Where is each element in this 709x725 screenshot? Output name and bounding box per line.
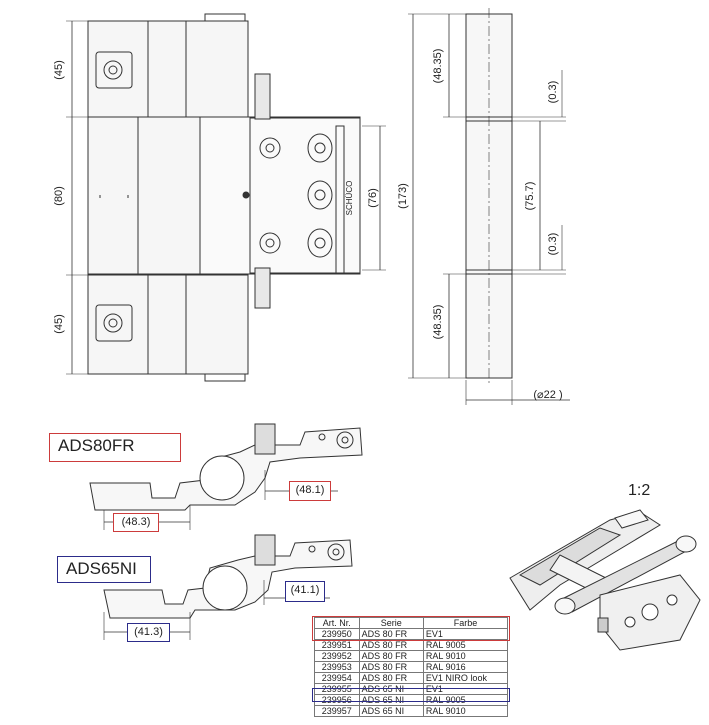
col-header-art-nr: Art. Nr.	[314, 617, 360, 629]
dim-side-total: (173)	[397, 183, 409, 209]
cell-art-nr: 239954	[314, 672, 360, 684]
side-view	[408, 8, 570, 405]
cell-farbe: RAL 9010	[422, 650, 509, 662]
section-ads65ni	[103, 534, 353, 640]
table-header-row: Art. Nr. Serie Farbe	[314, 617, 509, 629]
scale-label: 1:2	[628, 482, 651, 499]
cell-art-nr: 239951	[314, 639, 360, 651]
dim-plate-height: (76)	[367, 188, 379, 208]
dim-side-gap-bottom: (0.3)	[547, 233, 559, 256]
cell-farbe: EV1	[422, 683, 509, 695]
cell-serie: ADS 65 NI	[358, 694, 424, 706]
cell-serie: ADS 65 NI	[358, 705, 424, 717]
cell-serie: ADS 80 FR	[358, 661, 424, 673]
cell-art-nr: 239956	[314, 694, 360, 706]
cell-art-nr: 239950	[314, 628, 360, 640]
dim-side-bottom: (48.35)	[432, 305, 444, 340]
cell-serie: ADS 80 FR	[358, 639, 424, 651]
dim-ads65ni-b: (41.3)	[127, 623, 170, 642]
dim-side-top: (48.35)	[432, 49, 444, 84]
plate-logo: SCHÜCO	[345, 181, 354, 216]
dim-front-bottom: (45)	[53, 314, 65, 334]
variant-label-ads65ni: ADS65NI	[57, 556, 151, 583]
cell-art-nr: 239955	[314, 683, 360, 695]
cell-farbe: RAL 9016	[422, 661, 509, 673]
front-view	[66, 13, 386, 382]
cell-farbe: RAL 9005	[422, 694, 509, 706]
cell-farbe: EV1 NIRO look	[422, 672, 509, 684]
isometric-hinge-illustration	[509, 509, 701, 651]
cell-art-nr: 239957	[314, 705, 360, 717]
cell-farbe: RAL 9005	[422, 639, 509, 651]
cell-serie: ADS 80 FR	[358, 628, 424, 640]
dim-ads80fr-a: (48.1)	[289, 481, 331, 501]
cell-serie: ADS 65 NI	[358, 683, 424, 695]
dim-front-top: (45)	[53, 60, 65, 80]
section-ads80fr	[89, 423, 363, 530]
cell-farbe: RAL 9010	[422, 705, 509, 717]
col-header-farbe: Farbe	[422, 617, 509, 629]
cell-art-nr: 239952	[314, 650, 360, 662]
dim-ads65ni-a: (41.1)	[285, 581, 325, 602]
dim-side-gap-top: (0.3)	[547, 81, 559, 104]
dim-diameter: (⌀22 )	[533, 389, 562, 401]
variant-label-ads80fr: ADS80FR	[49, 433, 181, 462]
dim-front-middle: (80)	[53, 186, 65, 206]
cell-farbe: EV1	[422, 628, 509, 640]
cell-art-nr: 239953	[314, 661, 360, 673]
col-header-serie: Serie	[358, 617, 424, 629]
dim-ads80fr-b: (48.3)	[113, 513, 159, 532]
cell-serie: ADS 80 FR	[358, 672, 424, 684]
cell-serie: ADS 80 FR	[358, 650, 424, 662]
dim-side-middle: (75.7)	[524, 182, 536, 211]
